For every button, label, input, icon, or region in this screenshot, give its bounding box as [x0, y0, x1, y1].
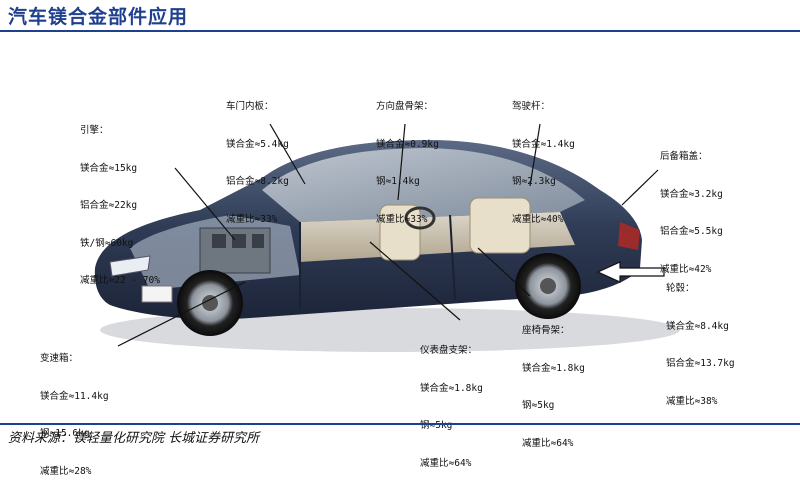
car-shadow	[100, 308, 680, 352]
callout-trunk-lid-line: 铝合金≈5.5kg	[660, 226, 723, 237]
callout-wheel-heading: 轮毂：	[666, 283, 695, 294]
leader-door	[269, 123, 306, 185]
callout-engine-line: 铝合金≈22kg	[80, 200, 138, 211]
callout-door: 车门内板： 镁合金≈5.4kg 铝合金≈8.2kg 减重比≈33%	[226, 76, 289, 239]
callout-dashboard-heading: 仪表盘支架：	[420, 345, 478, 356]
callout-engine: 引擎： 镁合金≈15kg 铝合金≈22kg 铁/钢≈60kg 减重比≈22 - …	[80, 100, 160, 300]
leader-engine	[174, 167, 236, 241]
car-illustration	[94, 123, 680, 352]
callout-engine-line: 减重比≈22 - 70%	[80, 275, 160, 286]
callout-wheel-line: 减重比≈38%	[666, 395, 718, 407]
callout-wheel-line: 铝合金≈13.7kg	[666, 358, 735, 369]
callout-gearbox-line: 钢≈15.6kg	[40, 428, 90, 439]
leader-steering-column	[529, 123, 541, 187]
callout-trunk-lid: 后备箱盖： 镁合金≈3.2kg 铝合金≈5.5kg 减重比≈42%	[660, 126, 723, 289]
callout-dashboard-line: 减重比≈64%	[420, 457, 472, 469]
tail-light	[618, 222, 640, 250]
callout-gearbox-line: 镁合金≈11.4kg	[40, 390, 109, 402]
callout-seat-frame-line: 减重比≈64%	[522, 437, 574, 449]
callout-steering-frame-line: 减重比≈33%	[376, 213, 428, 225]
callout-steering-frame-line: 镁合金≈0.9kg	[376, 138, 439, 150]
callout-gearbox: 变速箱： 镁合金≈11.4kg 钢≈15.6kg 减重比≈28%	[40, 328, 109, 491]
leader-dashboard	[369, 241, 461, 321]
callout-door-line: 铝合金≈8.2kg	[226, 176, 289, 187]
callout-door-line: 减重比≈33%	[226, 213, 278, 225]
callout-wheel: 轮毂： 镁合金≈8.4kg 铝合金≈13.7kg 减重比≈38%	[666, 258, 735, 421]
header-divider	[0, 30, 800, 32]
leader-trunk	[621, 169, 659, 206]
callout-seat-frame-line: 镁合金≈1.8kg	[522, 362, 585, 374]
license-plate	[141, 285, 173, 303]
wheel-arrow	[596, 261, 665, 283]
callout-steering-column-line: 镁合金≈1.4kg	[512, 138, 575, 150]
callout-trunk-lid-line: 镁合金≈3.2kg	[660, 188, 723, 200]
steering-wheel	[404, 206, 436, 230]
callout-door-line: 镁合金≈5.4kg	[226, 138, 289, 150]
callout-seat-frame: 座椅骨架： 镁合金≈1.8kg 钢≈5kg 减重比≈64%	[522, 300, 585, 463]
callout-seat-frame-heading: 座椅骨架：	[522, 325, 570, 336]
rear-seat	[469, 197, 531, 254]
callout-seat-frame-line: 钢≈5kg	[522, 400, 555, 411]
callout-door-heading: 车门内板：	[226, 101, 274, 112]
front-seat	[379, 204, 421, 261]
callout-wheel-line: 镁合金≈8.4kg	[666, 320, 729, 332]
callout-steering-frame-line: 钢≈1.4kg	[376, 176, 420, 187]
callout-gearbox-heading: 变速箱：	[40, 353, 79, 364]
page-title: 汽车镁合金部件应用	[8, 6, 189, 28]
callout-dashboard-line: 钢≈5kg	[420, 420, 453, 431]
leader-seat	[477, 247, 531, 297]
callout-steering-column: 驾驶杆： 镁合金≈1.4kg 钢≈2.3kg 减重比≈40%	[512, 76, 575, 239]
callout-steering-frame: 方向盘骨架： 镁合金≈0.9kg 钢≈1.4kg 减重比≈33%	[376, 76, 439, 239]
callout-steering-frame-heading: 方向盘骨架：	[376, 101, 434, 112]
headlight	[109, 255, 151, 277]
callout-dashboard: 仪表盘支架： 镁合金≈1.8kg 钢≈5kg 减重比≈64%	[420, 320, 483, 483]
callout-engine-heading: 引擎：	[80, 125, 109, 136]
callout-gearbox-line: 减重比≈28%	[40, 465, 92, 477]
callout-engine-line: 镁合金≈15kg	[80, 162, 138, 174]
callout-dashboard-line: 镁合金≈1.8kg	[420, 382, 483, 394]
source-note: 资料来源：镁轻量化研究院 长城证券研究所	[8, 431, 260, 446]
callout-trunk-lid-heading: 后备箱盖：	[660, 151, 708, 162]
callout-steering-column-heading: 驾驶杆：	[512, 101, 551, 112]
leader-gearbox	[117, 281, 246, 347]
callout-steering-column-line: 钢≈2.3kg	[512, 176, 556, 187]
leader-steering-frame	[397, 123, 406, 201]
callout-engine-line: 铁/钢≈60kg	[80, 237, 134, 249]
footer-divider	[0, 423, 800, 425]
callout-steering-column-line: 减重比≈40%	[512, 213, 564, 225]
callout-trunk-lid-line: 减重比≈42%	[660, 263, 712, 275]
